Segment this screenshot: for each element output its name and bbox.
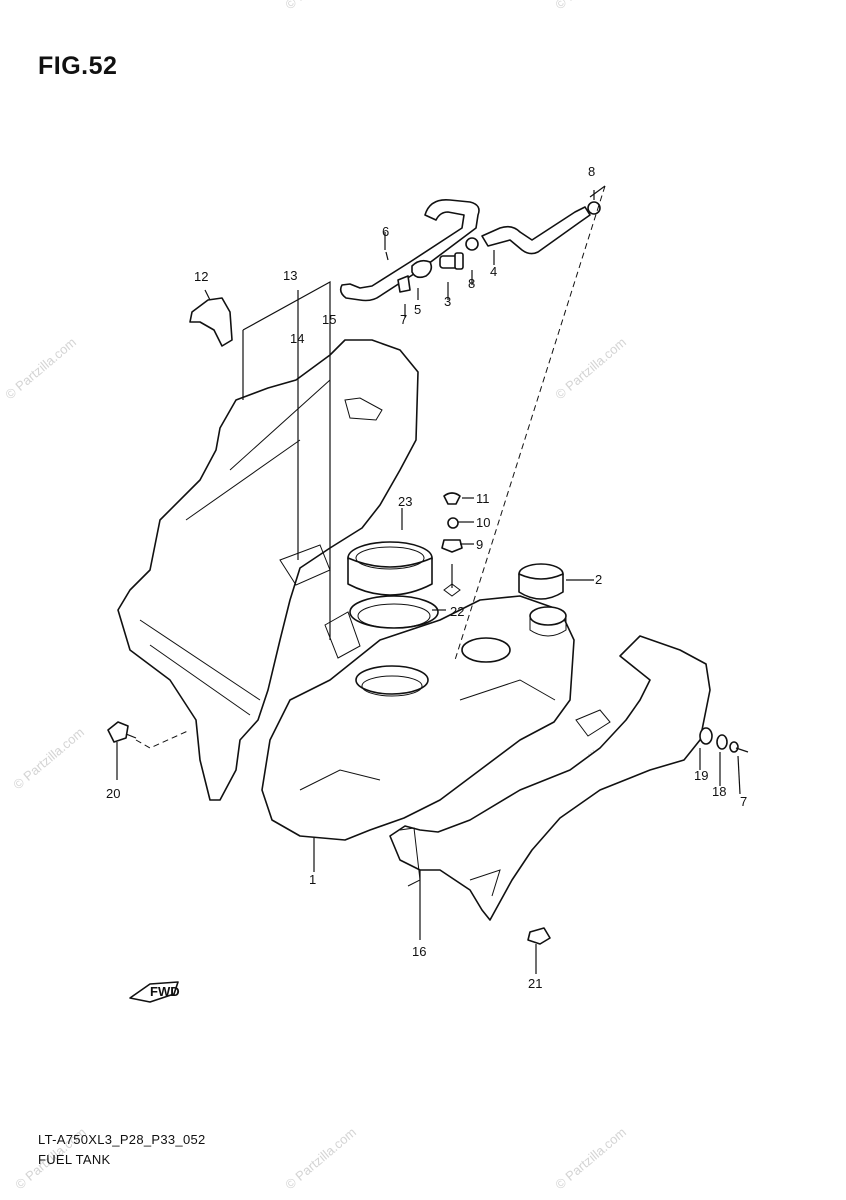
- callout-21: 21: [528, 976, 542, 991]
- callout-23: 23: [398, 494, 412, 509]
- watermark: © Partzilla.com: [552, 1124, 629, 1192]
- vent-hose[interactable]: [339, 198, 480, 302]
- callout-4: 4: [490, 264, 497, 279]
- watermark: © Partzilla.com: [10, 724, 87, 792]
- fuel-gauge-opening: [461, 637, 511, 663]
- front-direction-label: FWD: [150, 984, 180, 999]
- callout-14: 14: [290, 331, 304, 346]
- leader-lines: [116, 185, 741, 974]
- bolt-20[interactable]: [107, 721, 137, 743]
- guard-slot: [344, 397, 383, 421]
- fuel-tank-guard[interactable]: [117, 339, 419, 801]
- callout-5: 5: [414, 302, 421, 317]
- diagram-code: LT-A750XL3_P28_P33_052: [38, 1132, 206, 1147]
- filler-cap-ring[interactable]: [347, 541, 433, 596]
- fuel-cap[interactable]: [518, 563, 564, 600]
- side-guard-lip: [399, 827, 421, 887]
- callout-22: 22: [450, 604, 464, 619]
- tank-filler-ring: [361, 675, 423, 697]
- side-guard-detail: [469, 709, 611, 897]
- callout-6: 6: [382, 224, 389, 239]
- watermark: © Partzilla.com: [552, 0, 629, 12]
- bolt-washer-collar[interactable]: [699, 727, 749, 753]
- callouts: 1 2 3 4 5 6 7 7 8 8 9 10 11 12 13 14 15 …: [106, 164, 747, 991]
- callout-1: 1: [309, 872, 316, 887]
- callout-9: 9: [476, 537, 483, 552]
- front-direction-marker: FWD: [129, 981, 180, 1003]
- callout-19: 19: [694, 768, 708, 783]
- callout-8: 8: [588, 164, 595, 179]
- callout-11: 11: [476, 491, 490, 506]
- tank-cap-neck[interactable]: [529, 606, 567, 626]
- callout-16: 16: [412, 944, 426, 959]
- clip-21[interactable]: [527, 927, 551, 945]
- callout-3: 3: [444, 294, 451, 309]
- screw-washer-nut[interactable]: [441, 492, 463, 597]
- watermark: © Partzilla.com: [552, 334, 629, 402]
- callout-7: 7: [740, 794, 747, 809]
- figure-label: FIG.52: [38, 52, 118, 80]
- callout-15: 15: [322, 312, 336, 327]
- callout-13: 13: [283, 268, 297, 283]
- callout-8: 8: [468, 276, 475, 291]
- tank-filler-neck[interactable]: [355, 665, 429, 695]
- filler-gasket[interactable]: [349, 595, 439, 629]
- tank-cap-neck-side: [529, 616, 567, 637]
- callout-7: 7: [400, 312, 407, 327]
- callout-20: 20: [106, 786, 120, 801]
- valve-assembly[interactable]: [397, 201, 601, 293]
- bracket[interactable]: [189, 297, 233, 347]
- watermark: © Partzilla.com: [282, 1124, 359, 1192]
- guard-contour: [139, 379, 331, 716]
- tank-contour: [299, 679, 556, 791]
- watermark: © Partzilla.com: [282, 0, 359, 12]
- section-name: FUEL TANK: [38, 1152, 111, 1167]
- guard-pad: [324, 611, 361, 659]
- watermark: © Partzilla.com: [2, 334, 79, 402]
- callout-10: 10: [476, 515, 490, 530]
- callout-2: 2: [595, 572, 602, 587]
- breather-hose[interactable]: [481, 206, 591, 255]
- callout-12: 12: [194, 269, 208, 284]
- callout-18: 18: [712, 784, 726, 799]
